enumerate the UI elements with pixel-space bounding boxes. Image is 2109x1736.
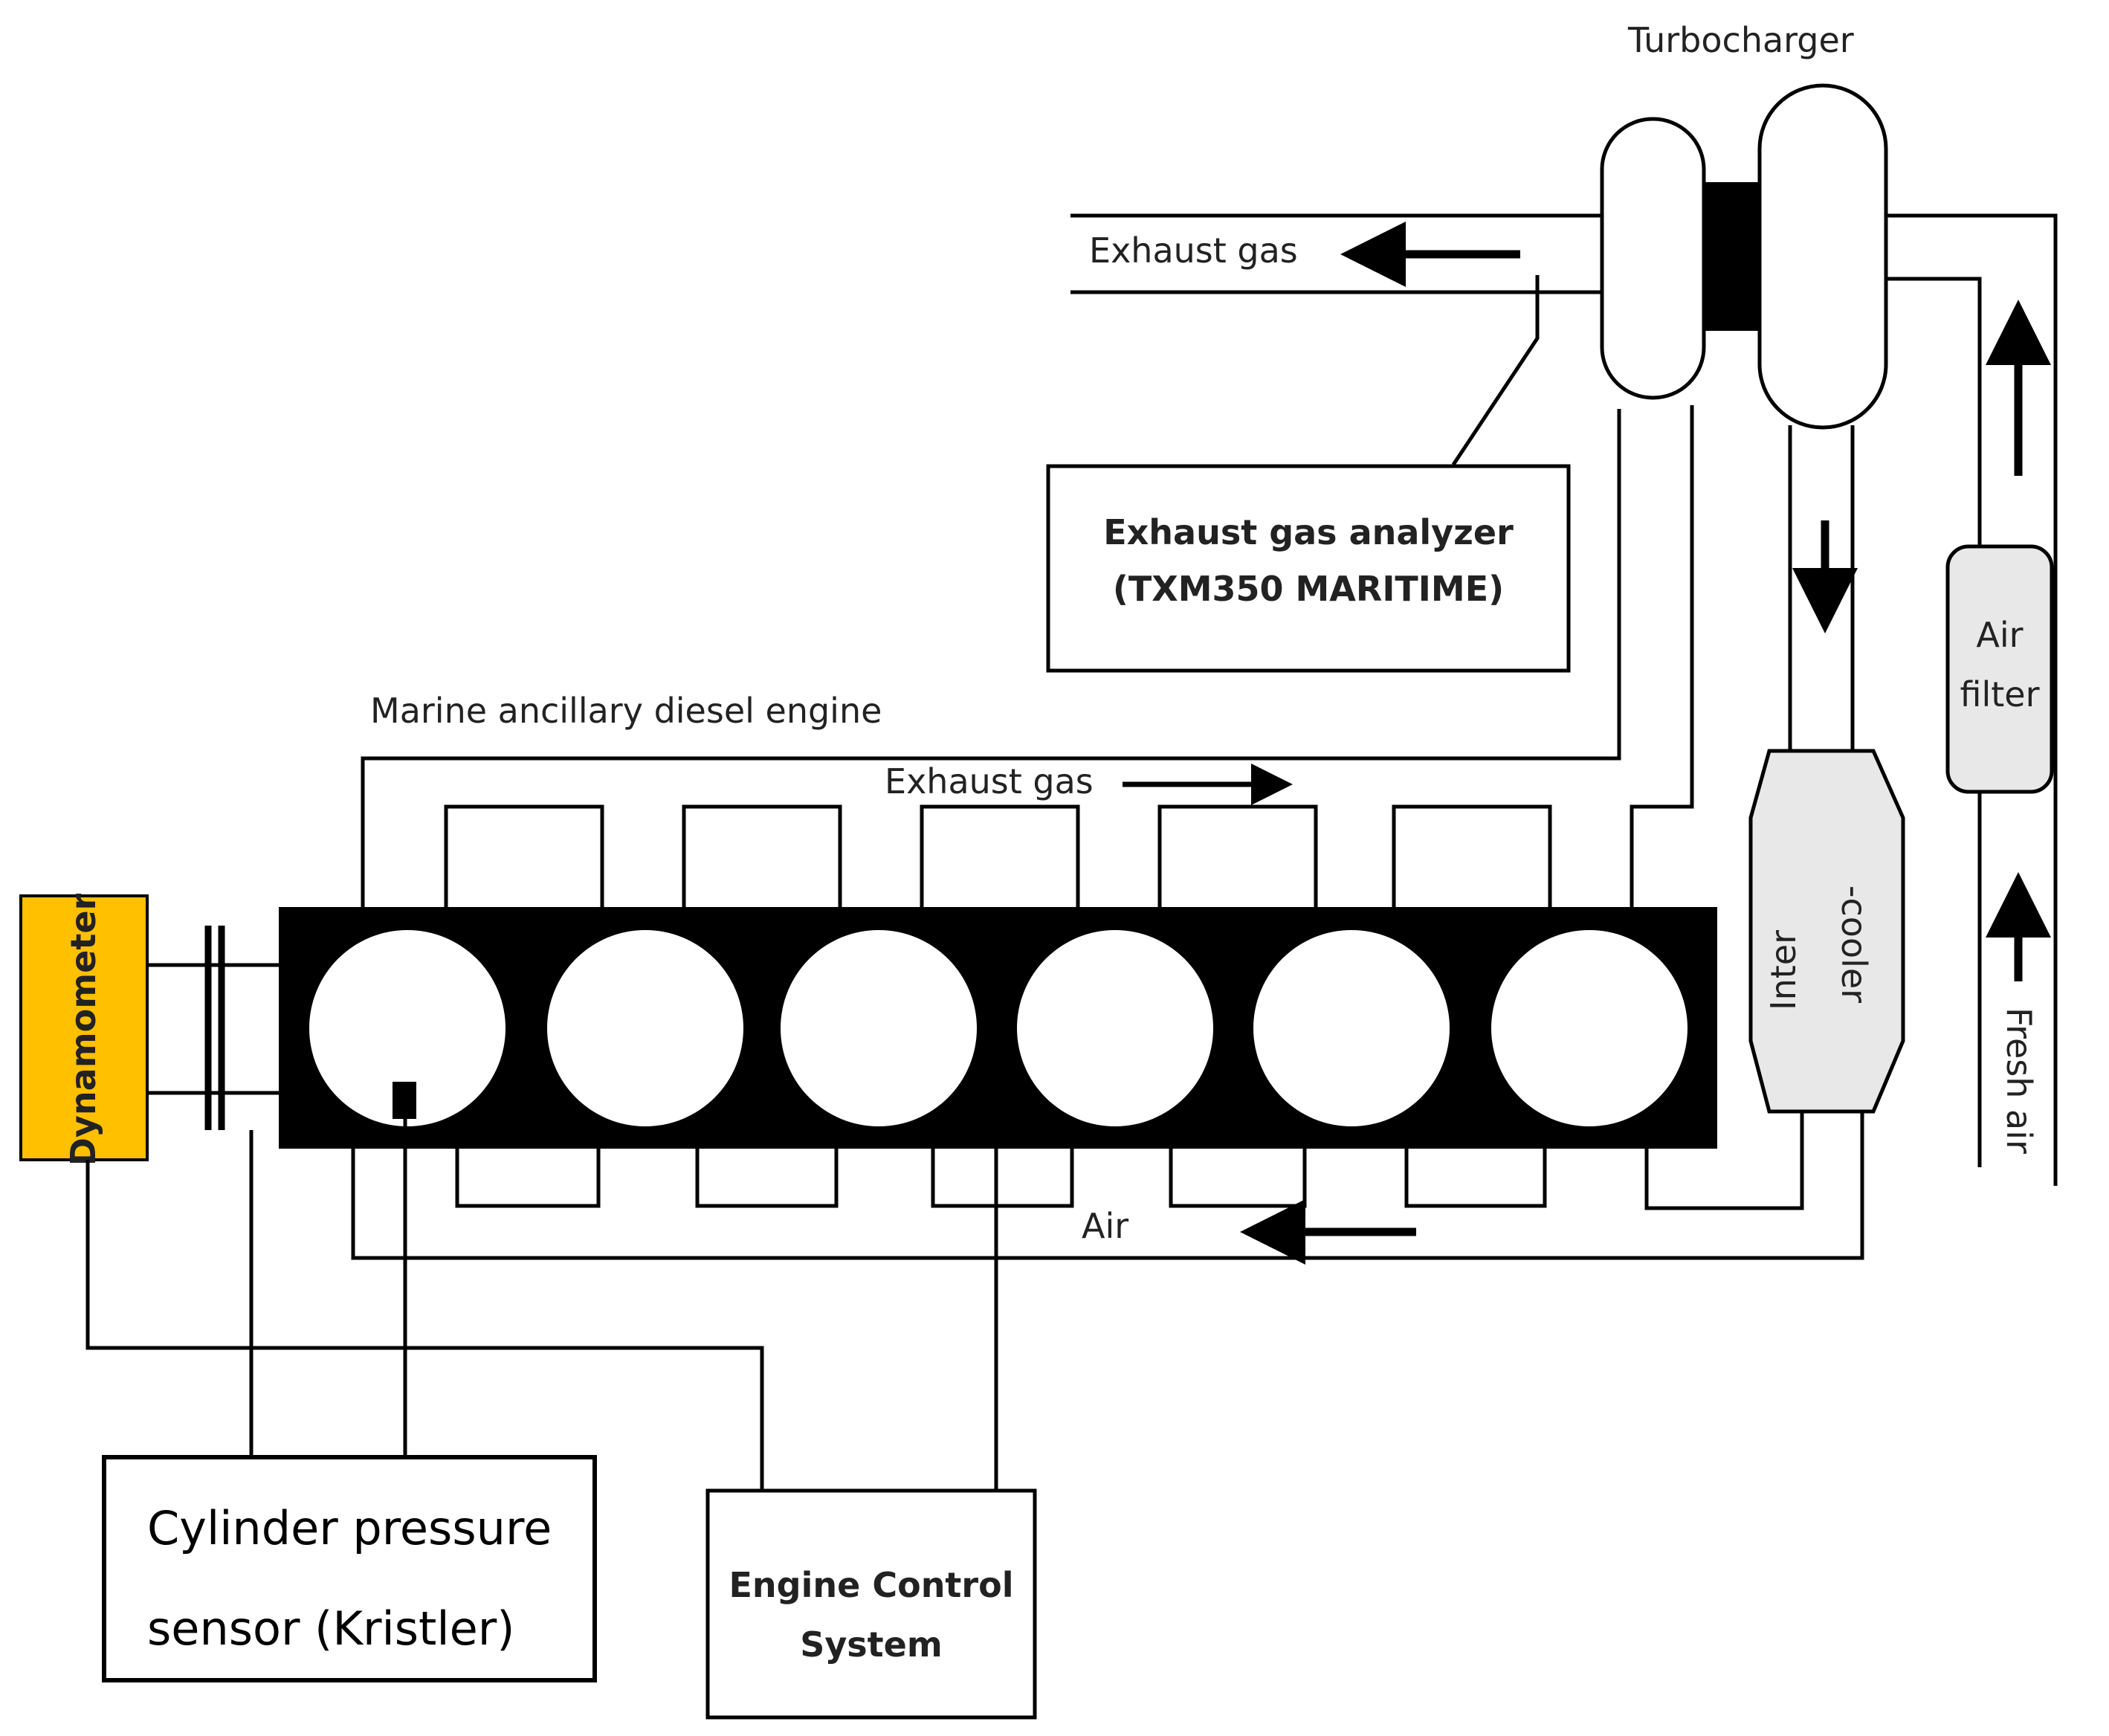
engine-control-system-box: Engine Control System bbox=[705, 1488, 1037, 1720]
cylinder-2 bbox=[547, 930, 743, 1126]
ecs-line-1: Engine Control bbox=[729, 1565, 1014, 1605]
exhaust-manifold-ports bbox=[444, 804, 1552, 907]
intake-manifold-ports bbox=[455, 1149, 1547, 1208]
cylinder-sensor-line-2: sensor (Kristler) bbox=[147, 1601, 514, 1656]
turbocharger-label: Turbocharger bbox=[1627, 20, 1854, 60]
fresh-air-pipe bbox=[1886, 213, 2058, 1186]
engine-block bbox=[279, 907, 1717, 1149]
turbine-housing bbox=[1600, 117, 1706, 400]
compressor-housing bbox=[1757, 83, 1888, 430]
cylinders bbox=[309, 930, 1687, 1126]
cylinder-5 bbox=[1253, 930, 1450, 1126]
shaft-coupling bbox=[147, 926, 279, 1130]
turbo-shaft bbox=[1704, 182, 1760, 331]
turbine-inlet-pipes bbox=[361, 405, 1694, 907]
dynamometer-label: Dynamometer bbox=[63, 893, 103, 1166]
cylinder-3 bbox=[781, 930, 977, 1126]
dynamometer bbox=[19, 894, 149, 1161]
cylinder-6 bbox=[1491, 930, 1687, 1126]
analyzer-probe-line bbox=[1451, 275, 1540, 466]
exhaust-outlet-pipe bbox=[1070, 213, 1606, 294]
ecs-line-2: System bbox=[800, 1624, 943, 1665]
signal-wiring bbox=[85, 1119, 998, 1491]
air-return-label: Air bbox=[1082, 1206, 1128, 1246]
fresh-air-label: Fresh air bbox=[1999, 1007, 2039, 1154]
exhaust-gas-analyzer-box: Exhaust gas analyzer (TXM350 MARITIME) bbox=[1046, 464, 1571, 673]
cylinder-4 bbox=[1017, 930, 1213, 1126]
cylinder-1 bbox=[309, 930, 506, 1126]
intercooler-outlet-pipes bbox=[351, 1111, 1864, 1260]
air-filter-label-2: filter bbox=[1960, 674, 2039, 714]
exhaust-gas-top-label: Exhaust gas bbox=[1089, 230, 1298, 271]
pressure-sensor-probe bbox=[393, 1082, 416, 1119]
analyzer-line-1: Exhaust gas analyzer bbox=[1103, 512, 1514, 552]
intercooler-label-1: Inter bbox=[1763, 930, 1803, 1010]
exhaust-gas-mid-label: Exhaust gas bbox=[885, 761, 1094, 801]
marine-engine-label: Marine ancillary diesel engine bbox=[370, 691, 882, 731]
turbocharger bbox=[1600, 83, 1888, 430]
air-filter bbox=[1945, 544, 2054, 794]
cylinder-pressure-sensor-box: Cylinder pressure sensor (Kristler) bbox=[102, 1455, 597, 1682]
intercooler bbox=[1748, 749, 1905, 1114]
intercooler-label-2: -cooler bbox=[1834, 885, 1874, 1003]
cylinder-sensor-line-1: Cylinder pressure bbox=[147, 1501, 552, 1555]
analyzer-line-2: (TXM350 MARITIME) bbox=[1113, 569, 1504, 609]
air-filter-label-1: Air bbox=[1976, 615, 2023, 655]
